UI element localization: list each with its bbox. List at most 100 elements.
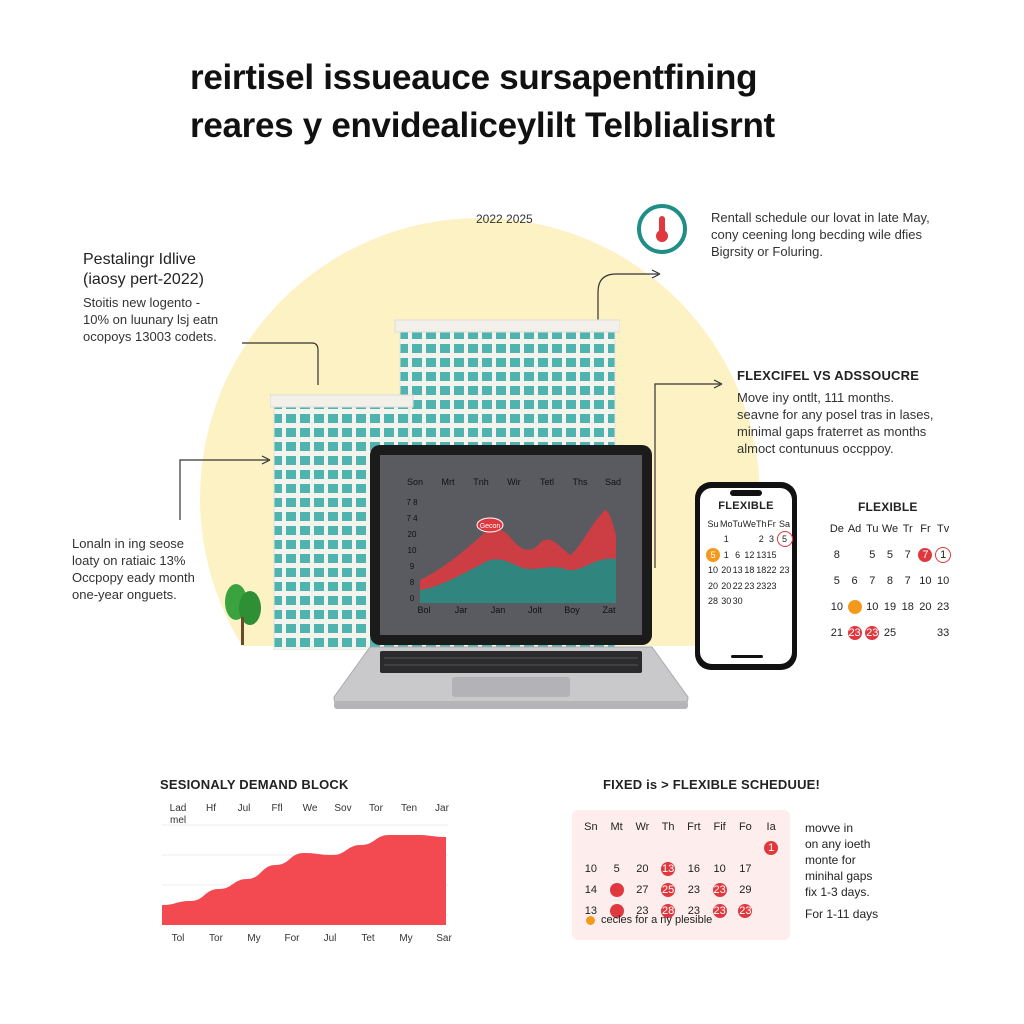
calendar-day-cell[interactable]: 29 xyxy=(739,883,752,896)
calendar-day-cell[interactable]: 22 xyxy=(732,580,743,591)
calendar-day-cell[interactable]: 15 xyxy=(766,549,777,560)
calendar-day-cell[interactable] xyxy=(655,837,681,858)
calendar-day-cell[interactable]: 18 xyxy=(744,565,755,576)
calendar-day-marker: 23 xyxy=(865,626,880,640)
calendar-day-cell[interactable]: 21 xyxy=(830,627,843,639)
calendar-day-cell[interactable] xyxy=(706,532,720,548)
calendar-day-cell[interactable]: 8 xyxy=(886,575,894,587)
calendar-day-cell[interactable]: 1 xyxy=(758,837,784,858)
calendar-day-cell[interactable] xyxy=(681,837,707,858)
calendar-day-cell[interactable]: 30 xyxy=(732,596,743,607)
calendar-day-cell[interactable]: 22 xyxy=(766,565,777,576)
calendar-day-cell[interactable]: 33 xyxy=(937,627,950,639)
calendar-day-cell[interactable]: 30 xyxy=(721,596,732,607)
calendar-day-cell[interactable]: 1 xyxy=(934,542,952,568)
calendar-day-cell[interactable]: 20 xyxy=(721,565,732,576)
calendar-day-cell[interactable] xyxy=(733,837,759,858)
calendar-day-cell[interactable]: 16 xyxy=(687,862,700,875)
calendar-day-cell[interactable]: 25 xyxy=(655,879,681,900)
calendar-day-cell[interactable]: 23 xyxy=(846,620,864,646)
calendar-day-cell[interactable]: 18 xyxy=(756,565,767,576)
calendar-day-cell[interactable]: 5 xyxy=(613,862,620,875)
calendar-day-cell[interactable]: 23 xyxy=(707,900,733,921)
calendar-day-cell[interactable] xyxy=(630,837,656,858)
calendar-day-cell[interactable] xyxy=(846,542,864,568)
calendar-day-cell[interactable]: 10 xyxy=(937,575,950,587)
calendar-day-cell[interactable] xyxy=(733,532,743,548)
calendar-day-cell[interactable] xyxy=(756,594,767,610)
calendar-day-cell[interactable] xyxy=(743,532,756,548)
calendar-day-cell[interactable]: 12 xyxy=(744,549,755,560)
calendar-day-cell[interactable]: 23 xyxy=(687,904,700,917)
calendar-day-cell[interactable]: 6 xyxy=(735,549,741,560)
calendar-day-cell[interactable]: 19 xyxy=(883,601,897,613)
calendar-day-cell[interactable]: 8 xyxy=(833,549,840,561)
calendar-day-cell[interactable]: 23 xyxy=(937,601,950,613)
calendar-day-cell[interactable] xyxy=(743,594,756,610)
calendar-day-cell[interactable] xyxy=(777,594,793,610)
calendar-day-cell[interactable]: 1 xyxy=(723,534,729,545)
calendar-day-cell[interactable]: 13 xyxy=(584,904,597,917)
calendar-day-cell[interactable]: 13 xyxy=(732,565,743,576)
calendar-day-cell[interactable] xyxy=(777,578,793,594)
calendar-day-cell[interactable]: 20 xyxy=(919,601,932,613)
calendar-day-cell[interactable]: 23 xyxy=(707,879,733,900)
calendar-day-cell[interactable] xyxy=(604,879,630,900)
calendar-day-cell[interactable] xyxy=(604,837,630,858)
calendar-day-cell[interactable]: 10 xyxy=(707,565,718,576)
calendar-day-cell[interactable]: 18 xyxy=(901,601,914,613)
calendar-day-cell[interactable]: 10 xyxy=(866,601,879,613)
calendar-day-cell[interactable] xyxy=(758,900,784,921)
calendar-day-cell[interactable]: 20 xyxy=(721,580,732,591)
calendar-day-cell[interactable]: 3 xyxy=(769,534,775,545)
calendar-day-cell[interactable]: 25 xyxy=(883,627,897,639)
right-mid-line-1: Move iny ontlt, 111 months. xyxy=(737,390,895,405)
calendar-day-cell[interactable]: 23 xyxy=(733,900,759,921)
calendar-day-cell[interactable]: 7 xyxy=(869,575,876,587)
calendar-day-cell[interactable]: 23 xyxy=(766,580,777,591)
calendar-day-cell[interactable]: 17 xyxy=(739,862,752,875)
calendar-day-cell[interactable]: 23 xyxy=(863,620,881,646)
calendar-day-cell[interactable]: 23 xyxy=(756,580,767,591)
calendar-day-cell[interactable] xyxy=(899,620,917,646)
calendar-day-header: Sn xyxy=(584,820,598,833)
calendar-day-cell[interactable]: 1 xyxy=(723,549,729,560)
calendar-day-cell[interactable]: 23 xyxy=(687,883,700,896)
calendar-day-cell[interactable] xyxy=(758,879,784,900)
calendar-day-cell[interactable]: 28 xyxy=(707,596,718,607)
calendar-day-cell[interactable]: 13 xyxy=(756,549,767,560)
calendar-day-cell[interactable]: 5 xyxy=(869,549,876,561)
calendar-day-cell[interactable] xyxy=(604,900,630,921)
calendar-day-cell[interactable]: 13 xyxy=(655,858,681,879)
calendar-day-cell[interactable]: 20 xyxy=(707,580,718,591)
calendar-day-cell[interactable]: 20 xyxy=(636,862,649,875)
calendar-day-cell[interactable]: 5 xyxy=(776,531,793,548)
calendar-day-cell[interactable]: 23 xyxy=(636,904,649,917)
calendar-day-cell[interactable]: 10 xyxy=(713,862,726,875)
calendar-day-cell[interactable]: 2 xyxy=(758,534,764,545)
calendar-day-cell[interactable]: 23 xyxy=(779,565,790,576)
calendar-day-header: Th xyxy=(661,820,675,833)
calendar-day-cell[interactable]: 5 xyxy=(833,575,840,587)
calendar-day-cell[interactable]: 5 xyxy=(706,547,720,563)
calendar-day-cell[interactable]: 23 xyxy=(744,580,755,591)
calendar-day-cell[interactable]: 7 xyxy=(904,549,911,561)
calendar-day-cell[interactable]: 14 xyxy=(584,883,597,896)
calendar-day-cell[interactable]: 10 xyxy=(584,862,597,875)
calendar-day-cell[interactable]: 6 xyxy=(851,575,858,587)
demand-chart-top-label: We xyxy=(303,803,318,814)
calendar-day-cell[interactable] xyxy=(917,620,935,646)
calendar-day-cell[interactable] xyxy=(707,837,733,858)
calendar-day-cell[interactable] xyxy=(767,594,777,610)
calendar-day-cell[interactable]: 10 xyxy=(919,575,932,587)
calendar-day-cell[interactable]: 5 xyxy=(886,549,894,561)
calendar-day-cell[interactable]: 7 xyxy=(904,575,911,587)
calendar-day-cell[interactable] xyxy=(578,837,604,858)
calendar-day-cell[interactable]: 28 xyxy=(655,900,681,921)
calendar-day-cell[interactable] xyxy=(777,547,793,563)
calendar-day-cell[interactable] xyxy=(758,858,784,879)
calendar-day-cell[interactable]: 27 xyxy=(636,883,649,896)
calendar-day-cell[interactable] xyxy=(846,594,864,620)
calendar-day-cell[interactable]: 7 xyxy=(917,542,935,568)
calendar-day-cell[interactable]: 10 xyxy=(830,601,843,613)
